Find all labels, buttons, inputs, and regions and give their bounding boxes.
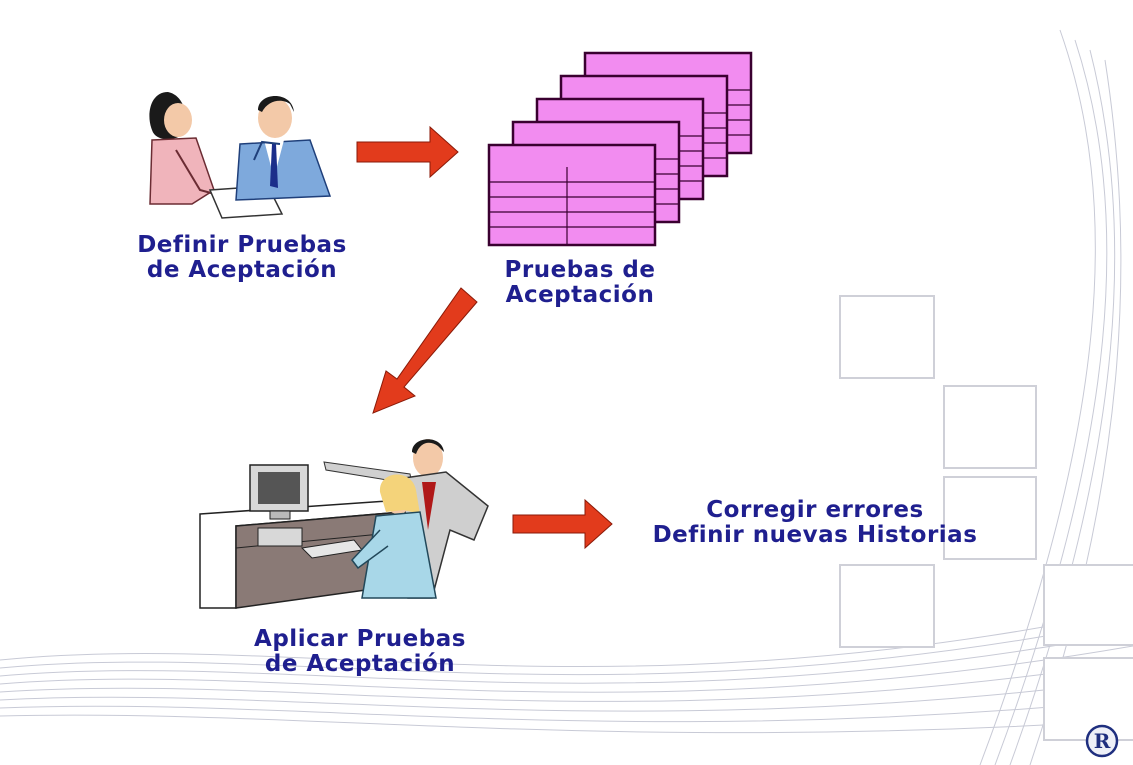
define-tests-line2: de Aceptación xyxy=(146,257,338,283)
workstation-people-icon xyxy=(199,439,489,609)
outcome-line1: Corregir errores xyxy=(706,497,924,523)
apply-tests-line1: Aplicar Pruebas xyxy=(254,626,466,652)
apply-tests-label: Aplicar Pruebas de Aceptación xyxy=(225,627,495,677)
arrow-down-left-icon xyxy=(372,287,478,414)
define-tests-label: Definir Pruebas de Aceptación xyxy=(112,233,372,283)
acceptance-tests-line1: Pruebas de xyxy=(504,257,656,283)
outcome-line2: Definir nuevas Historias xyxy=(652,522,978,548)
acceptance-test-forms-icon xyxy=(487,51,753,247)
decorative-swoosh xyxy=(0,29,1133,765)
arrow-right-icon xyxy=(356,125,459,179)
test-form-sheet xyxy=(487,143,657,247)
acceptance-tests-line2: Aceptación xyxy=(505,282,655,308)
define-tests-line1: Definir Pruebas xyxy=(137,232,347,258)
meeting-people-icon xyxy=(149,92,332,219)
registered-logo-letter: R xyxy=(1093,729,1111,753)
acceptance-tests-label: Pruebas de Aceptación xyxy=(460,258,700,308)
arrow-right-icon xyxy=(512,498,613,550)
decorative-squares xyxy=(839,295,1133,741)
apply-tests-line2: de Aceptación xyxy=(264,651,456,677)
registered-logo-icon xyxy=(1085,724,1119,758)
outcome-label: Corregir errores Definir nuevas Historia… xyxy=(615,498,1015,548)
